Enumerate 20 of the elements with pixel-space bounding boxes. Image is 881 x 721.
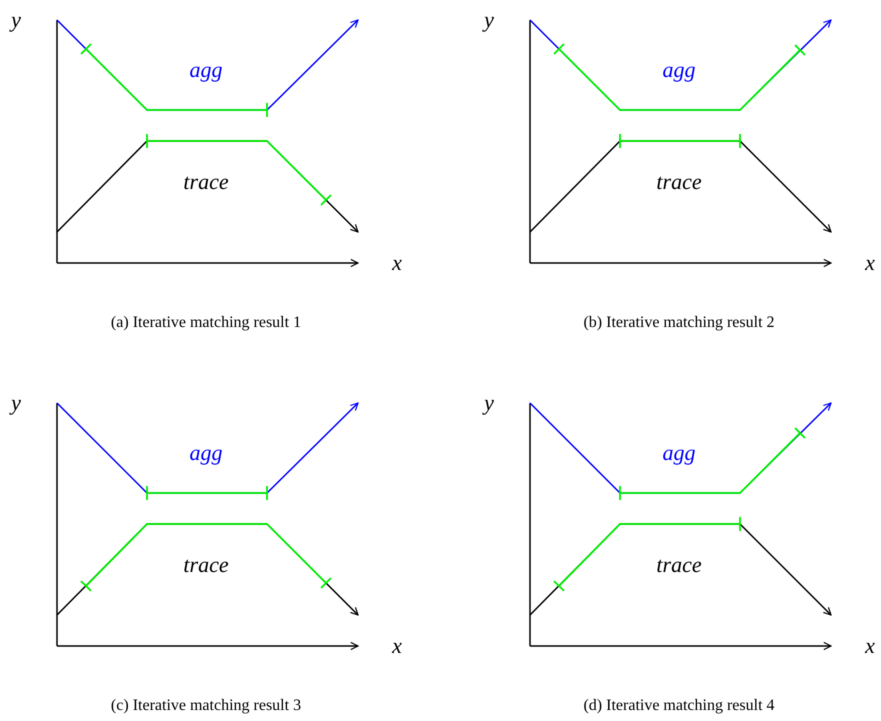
axis-label: x [865,633,875,659]
curve-label: trace [656,552,702,578]
curve-label: trace [183,169,229,195]
curve-label: agg [190,57,222,83]
subfigure-caption: (a) Iterative matching result 1 [110,314,302,332]
axis-label: x [392,633,402,659]
curve-label: agg [662,440,696,466]
curve-label: trace [183,552,229,578]
axis-label: y [11,7,21,33]
axis-label: x [392,250,402,276]
axis-label: y [484,7,494,33]
curve-label: trace [656,169,702,195]
axis-label: x [865,250,875,276]
subfigure-caption: (b) Iterative matching result 2 [583,314,775,332]
subfigure-caption: (c) Iterative matching result 3 [110,697,302,715]
axis-label: y [484,390,494,416]
curve-label: agg [190,440,222,466]
subfigure-caption: (d) Iterative matching result 4 [583,697,775,715]
axis-label: y [11,390,21,416]
curve-label: agg [662,57,696,83]
